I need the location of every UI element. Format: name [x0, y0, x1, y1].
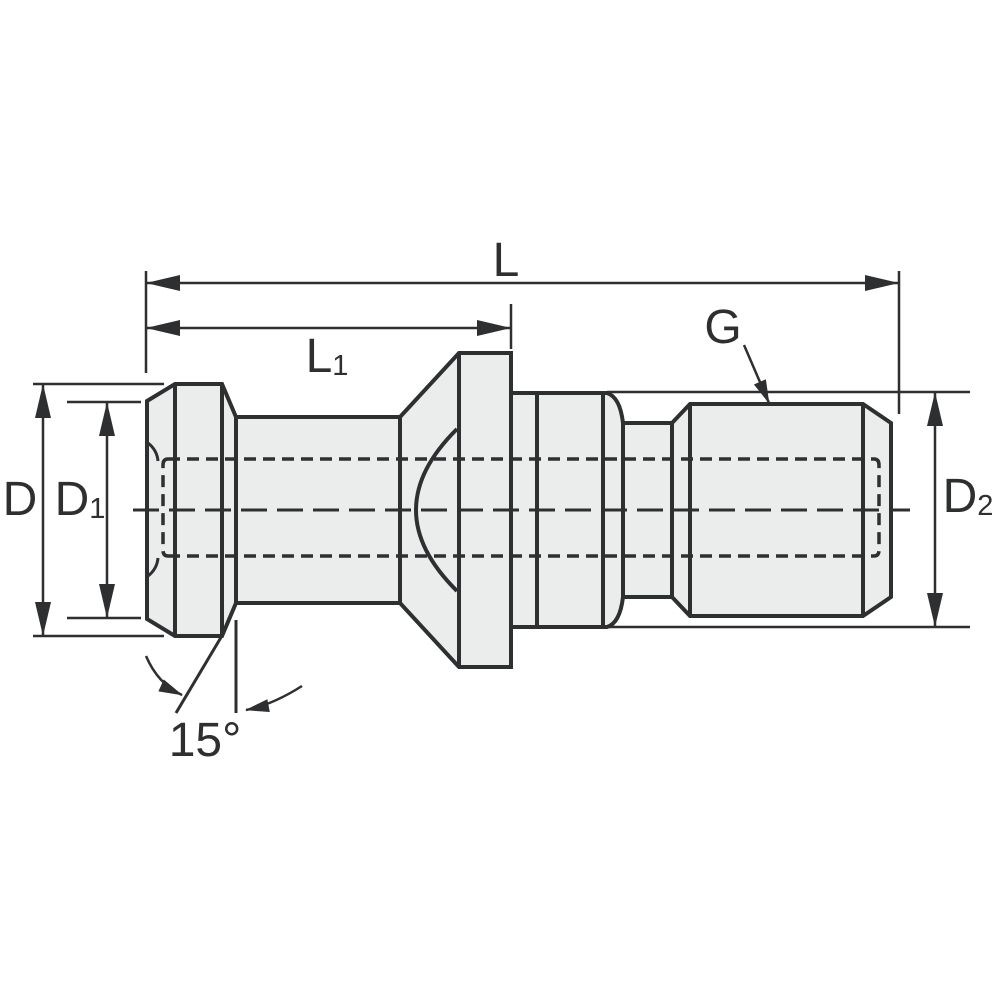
label-diameter-D2: D2: [942, 470, 994, 523]
dimension-D2-extension-lines: [607, 390, 970, 629]
hidden-bore-lines: [161, 457, 881, 558]
angle-arc-arrow-right: [245, 684, 303, 713]
chamfer-extension-line: [174, 633, 225, 714]
bore-hidden-outline: [161, 457, 881, 558]
label-chamfer-angle: 15°: [168, 714, 242, 767]
label-diameter-D1: D1: [54, 473, 106, 526]
bore-entry-arcs: [147, 441, 160, 578]
dimension-L1: [146, 304, 513, 349]
label-thread-G: G: [704, 301, 742, 354]
thread-leader-line: [742, 344, 771, 404]
sphere-arc: [414, 427, 459, 593]
label-length-L: L: [492, 234, 520, 287]
dimension-D: [33, 382, 164, 638]
dimension-D2: [607, 390, 970, 629]
label-diameter-D: D: [2, 473, 38, 526]
angle-arc-arrow-left: [144, 655, 183, 697]
dimension-D1: [67, 400, 141, 620]
angle-annotation: [144, 620, 303, 714]
thread-leader: [742, 344, 771, 404]
dimension-D-extension-lines: [33, 382, 164, 638]
label-length-L1: L1: [305, 330, 349, 383]
